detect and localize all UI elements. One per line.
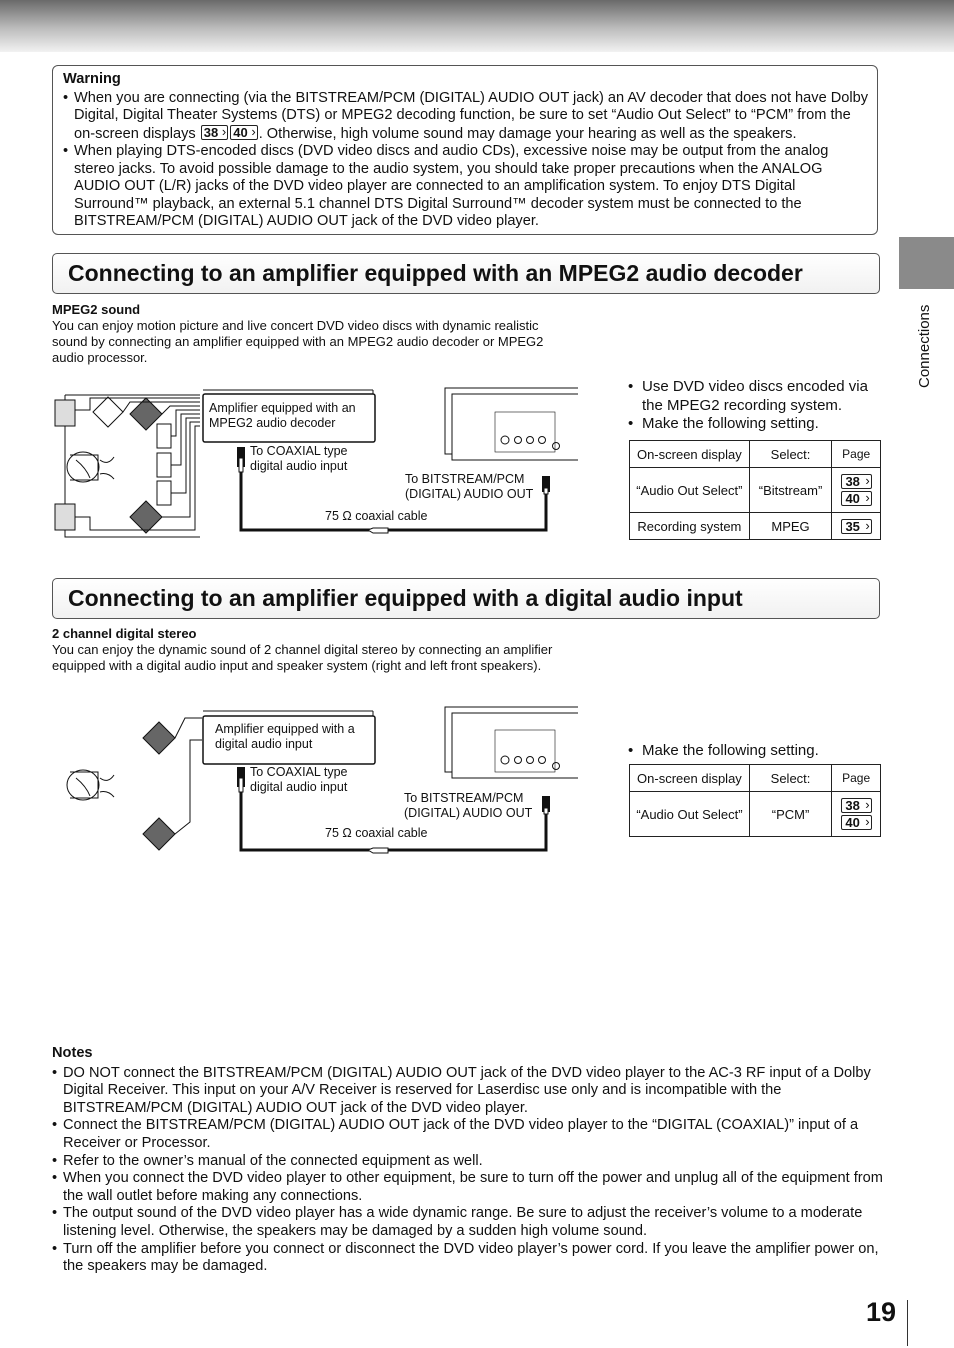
table-header: Page [831,440,881,468]
section-intro: 2 channel digital stereo You can enjoy t… [52,626,567,674]
note-item: DO NOT connect the BITSTREAM/PCM (DIGITA… [52,1065,884,1118]
table-header: Page [831,764,881,792]
page-number-rule [907,1300,908,1346]
cable-label: 75 Ω coaxial cable [325,509,428,523]
table-cell: Recording system [629,512,750,540]
bullet-item: Make the following setting. [628,742,888,761]
table-cell: “Audio Out Select” [629,791,750,837]
table-cell: “PCM” [748,791,833,837]
section-subheading: MPEG2 sound [52,302,141,317]
audio-out-label: To BITSTREAM/PCM (DIGITAL) AUDIO OUT [405,472,534,501]
table-header: Select: [748,440,833,468]
page-ref-icon: 38 [840,474,872,489]
note-item: Connect the BITSTREAM/PCM (DIGITAL) AUDI… [52,1117,884,1152]
coaxial-input-label: To COAXIAL type digital audio input [250,444,348,473]
page-ref-icon: 40 [840,815,872,830]
settings-table: On-screen display Select: Page “Audio Ou… [629,440,881,540]
bullet-item: Make the following setting. [628,415,888,434]
page-ref-icon: 35 [840,518,872,534]
table-cell: 35 [831,512,881,540]
page-ref-icon: 40 [230,124,258,140]
note-item: Refer to the owner’s manual of the conne… [52,1153,884,1171]
page-ref-icon: 40 [840,491,872,506]
warning-item: When you are connecting (via the BITSTRE… [63,90,869,144]
section-heading: Connecting to an amplifier equipped with… [52,253,880,294]
amplifier-label: Amplifier equipped with a digital audio … [215,722,355,751]
notes-section: Notes DO NOT connect the BITSTREAM/PCM (… [52,1045,884,1276]
amplifier-label: Amplifier equipped with an MPEG2 audio d… [209,401,356,430]
table-cell: “Bitstream” [748,467,833,513]
section-text: You can enjoy the dynamic sound of 2 cha… [52,642,553,673]
warning-box: Warning When you are connecting (via the… [52,65,878,235]
note-item: Turn off the amplifier before you connec… [52,1241,884,1276]
table-cell: “Audio Out Select” [629,467,750,513]
setting-bullets: Make the following setting. [628,742,888,761]
section-text: You can enjoy motion picture and live co… [52,318,544,365]
note-item: When you connect the DVD video player to… [52,1170,884,1205]
section-subheading: 2 channel digital stereo [52,626,197,641]
coaxial-input-label: To COAXIAL type digital audio input [250,765,348,794]
page-ref-icon: 38 [200,124,229,140]
note-item: The output sound of the DVD video player… [52,1205,884,1240]
table-cell: 3840 [831,791,881,837]
warning-item: When playing DTS-encoded discs (DVD vide… [63,143,869,231]
table-cell: MPEG [748,512,833,540]
settings-table: On-screen display Select: Page “Audio Ou… [629,764,881,837]
section-intro: MPEG2 sound You can enjoy motion picture… [52,302,567,366]
setting-bullets: Use DVD video discs encoded via the MPEG… [628,378,888,434]
page-number: 19 [866,1297,897,1327]
table-cell: 3840 [831,467,881,513]
section-tab-marker [899,237,954,289]
section-heading: Connecting to an amplifier equipped with… [52,578,880,619]
warning-title: Warning [63,71,121,87]
page-ref-icon: 38 [840,798,872,813]
audio-out-label: To BITSTREAM/PCM (DIGITAL) AUDIO OUT [404,791,533,820]
header-band [0,0,954,52]
table-header: On-screen display [629,440,750,468]
notes-title: Notes [52,1045,93,1061]
bullet-item: Use DVD video discs encoded via the MPEG… [628,378,888,415]
cable-label: 75 Ω coaxial cable [325,826,428,840]
table-header: On-screen display [629,764,750,792]
